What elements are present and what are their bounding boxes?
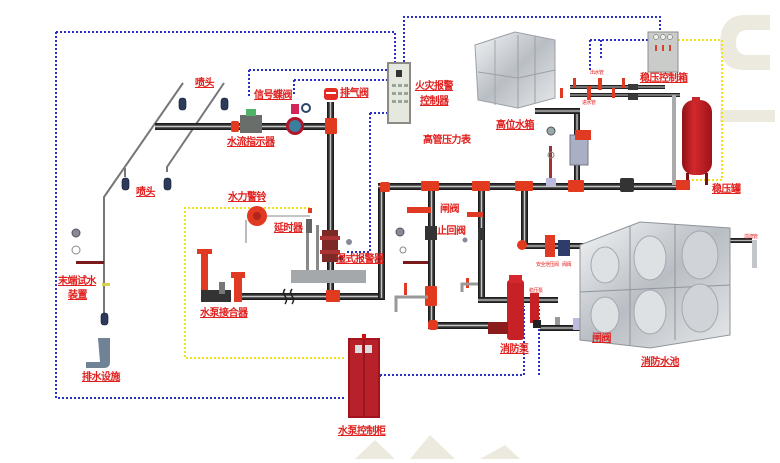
pump-adapter-device xyxy=(197,249,245,302)
label-water-flow-indicator: 水流指示器 xyxy=(227,137,275,148)
drain-device xyxy=(86,283,110,368)
label-gate-valve-upper: 闸阀 xyxy=(440,204,460,215)
label-fire-pool: 消防水池 xyxy=(641,357,680,368)
label-pump-adapter: 水泵接合器 xyxy=(200,308,248,319)
label-small-valve: 阀阀 xyxy=(562,262,572,268)
label-delay-device: 延时器 xyxy=(274,223,303,234)
label-check-valve: 止回阀 xyxy=(437,226,466,237)
signal-butterfly-valve-device xyxy=(286,103,311,135)
fire-alarm-controller-device xyxy=(387,62,411,124)
watermark xyxy=(355,15,775,459)
label-end-test-device-line2: 装置 xyxy=(68,290,88,301)
check-valve-device-top xyxy=(620,178,634,192)
label-sprinkler-bottom: 喷头 xyxy=(136,187,156,198)
label-gate-valve-lower: 闸阀 xyxy=(592,333,612,344)
stabilizer-pump-assembly xyxy=(569,130,591,166)
label-signal-butterfly-valve: 信号蝶阀 xyxy=(254,90,293,101)
label-pump-control-cabinet: 水泵控制柜 xyxy=(338,426,386,437)
sprinkler-heads xyxy=(100,97,229,326)
pressure-tank-device xyxy=(676,97,712,190)
hydraulic-alarm-bell-device xyxy=(245,206,312,243)
label-small-safety-valve: 安全泄压阀 xyxy=(536,262,559,268)
sprinkler-branches xyxy=(103,82,232,322)
label-fire-alarm-controller-line1: 火灾报警 xyxy=(415,81,454,92)
pipe-fittings xyxy=(231,118,584,330)
label-wet-alarm-valve: 湿式报警器 xyxy=(336,254,384,265)
label-small-tank-outlet: 出水管 xyxy=(590,70,604,76)
gate-check-valves xyxy=(404,207,484,295)
label-pressure-control-box: 稳压控制箱 xyxy=(640,73,688,84)
pipe-break-marks xyxy=(282,288,295,305)
exhaust-valve-device xyxy=(324,88,338,100)
label-pressure-tank: 稳压罐 xyxy=(712,184,741,195)
fire-pool-device xyxy=(579,221,757,349)
water-flow-indicator-device xyxy=(240,109,262,133)
label-hydraulic-alarm-bell: 水力警铃 xyxy=(228,192,267,203)
label-exhaust-valve: 排气阀 xyxy=(340,88,369,99)
wet-alarm-valve-device xyxy=(291,219,366,283)
label-small-overflow: 溢流管 xyxy=(744,234,758,240)
label-high-pressure-gauge: 高管压力表 xyxy=(423,135,471,146)
tank-line-valves xyxy=(560,78,638,100)
pressure-gauges xyxy=(71,126,556,264)
drain-faucets xyxy=(394,282,478,312)
fire-pump-device xyxy=(488,275,541,340)
label-fire-alarm-controller-line2: 控制器 xyxy=(420,96,449,107)
label-fire-pump: 消防泵 xyxy=(500,344,529,355)
label-drainage-facility: 排水设施 xyxy=(82,372,121,383)
label-small-tank-inlet: 进水管 xyxy=(582,100,596,106)
label-small-stabilizer-pump: 稳压泵 xyxy=(529,288,543,294)
pump-control-cabinet-device xyxy=(348,334,380,418)
pressure-control-box-device xyxy=(647,31,679,73)
high-water-tank-device xyxy=(474,31,556,109)
label-high-water-tank: 高位水箱 xyxy=(496,120,535,131)
label-end-test-device-line1: 末端试水 xyxy=(58,276,97,287)
label-sprinkler-top: 喷头 xyxy=(195,78,215,89)
